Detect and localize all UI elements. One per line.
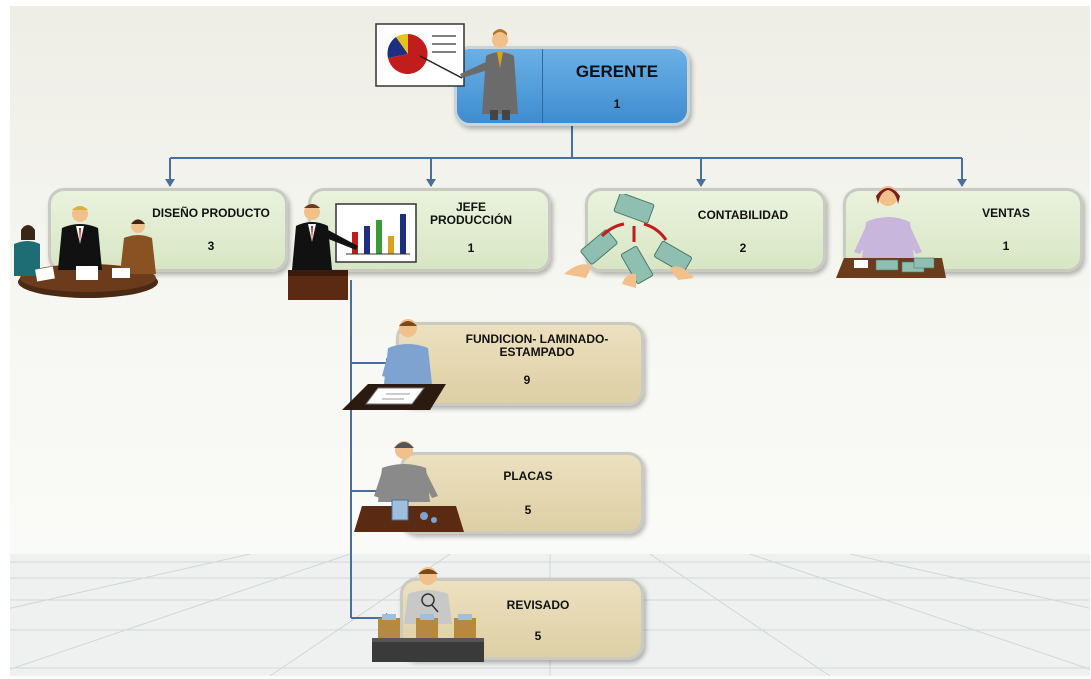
presenter-with-pie-chart-icon	[375, 23, 518, 120]
diseno-producto-count: 3	[207, 239, 215, 253]
inspector-with-boxes-icon	[372, 567, 484, 662]
clerk-at-desk-icon	[836, 186, 946, 278]
gerente-count: 1	[613, 97, 621, 111]
jefe-produccion-label: JEFE PRODUCCIÓN	[429, 200, 512, 227]
placas-count: 5	[524, 503, 532, 517]
contabilidad-count: 2	[739, 241, 747, 255]
revisado-label: REVISADO	[506, 598, 570, 612]
contabilidad-label: CONTABILIDAD	[697, 208, 789, 222]
gerente-label: GERENTE	[575, 62, 659, 81]
money-exchange-icon	[564, 194, 694, 288]
jefe-produccion-count: 1	[467, 241, 475, 255]
diseno-producto-label: DISEÑO PRODUCTO	[152, 206, 270, 220]
presenter-with-bar-chart-icon	[288, 203, 417, 300]
gerente-divider	[542, 49, 543, 123]
worker-drafting-icon	[342, 319, 446, 410]
placas-label: PLACAS	[503, 469, 553, 483]
fundicion-label: FUNDICION- LAMINADO- ESTAMPADO	[465, 332, 609, 359]
meeting-table-icon	[14, 206, 158, 298]
ventas-label: VENTAS	[982, 206, 1030, 220]
fundicion-count: 9	[523, 373, 531, 387]
worker-with-parts-icon	[354, 441, 464, 532]
revisado-count: 5	[534, 629, 542, 643]
ventas-count: 1	[1002, 239, 1010, 253]
